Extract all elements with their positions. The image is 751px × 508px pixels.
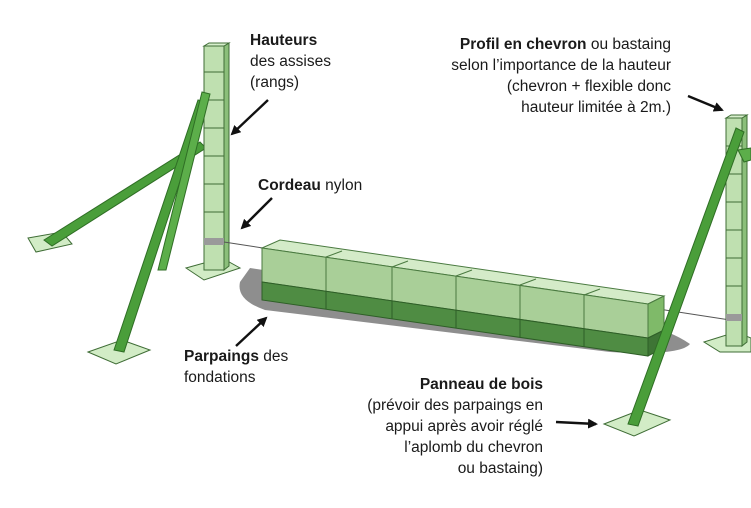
label-profil: Profil en chevron ou bastaing selon l’im… xyxy=(451,34,671,118)
label-cordeau-title: Cordeau xyxy=(258,177,321,194)
label-panneau-line2: appui après avoir réglé xyxy=(385,418,543,435)
label-profil-line3: hauteur limitée à 2m.) xyxy=(521,99,671,116)
label-panneau: Panneau de bois (prévoir des parpaings e… xyxy=(367,374,543,479)
label-profil-line2: (chevron + flexible donc xyxy=(506,78,671,95)
right-post xyxy=(724,114,749,348)
label-panneau-line3: l’aplomb du chevron xyxy=(404,439,543,456)
label-profil-line1: selon l’importance de la hauteur xyxy=(451,57,671,74)
right-front-brace xyxy=(627,127,745,427)
arrow-profil xyxy=(687,94,724,112)
right-side-brace xyxy=(737,147,751,163)
arrow-hauteurs xyxy=(230,99,269,136)
label-cordeau-rest: nylon xyxy=(320,177,363,194)
left-side-brace xyxy=(157,91,211,271)
label-panneau-line1: (prévoir des parpaings en xyxy=(367,397,543,414)
label-parpaings-title: Parpaings xyxy=(184,348,259,365)
label-hauteurs-line1: des assises xyxy=(250,53,331,70)
wall-top-course xyxy=(260,239,666,339)
label-panneau-line4: ou bastaing) xyxy=(457,460,543,477)
left-front-plate xyxy=(86,339,152,365)
label-profil-title: Profil en chevron xyxy=(459,36,587,53)
label-hauteurs-title: Hauteurs xyxy=(250,32,318,49)
label-panneau-title: Panneau de bois xyxy=(419,376,543,393)
label-profil-title-rest: ou bastaing xyxy=(586,36,671,53)
arrow-parpaings xyxy=(235,316,268,347)
label-parpaings-rest: des xyxy=(258,348,289,365)
label-hauteurs: Hauteurs des assises (rangs) xyxy=(250,30,331,93)
label-cordeau: Cordeau nylon xyxy=(258,175,362,196)
arrow-cordeau xyxy=(240,197,273,230)
label-parpaings-line1: fondations xyxy=(184,369,256,386)
label-hauteurs-line2: (rangs) xyxy=(250,74,300,91)
label-parpaings: Parpaings des fondations xyxy=(184,346,288,388)
left-post xyxy=(202,42,231,272)
arrow-panneau xyxy=(555,418,598,429)
